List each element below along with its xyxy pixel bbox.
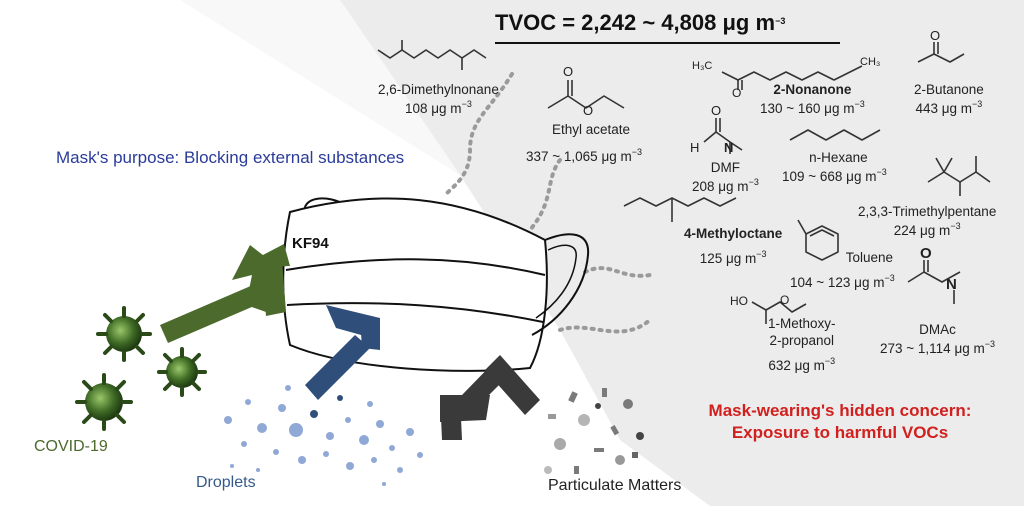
- mask-purpose-text: Mask's purpose: Blocking external substa…: [56, 148, 405, 167]
- nonanone-structure: [721, 65, 863, 81]
- tvoc-title-exponent: −3: [775, 16, 786, 26]
- compound-label-ethyl-acetate: Ethyl acetate 337 ~ 1,065 μg m−3: [526, 122, 642, 164]
- methyloctane-structure: [623, 197, 737, 207]
- tvoc-title: TVOC = 2,242 ~ 4,808 μg m−3: [495, 10, 785, 36]
- concern-line-1: Mask-wearing's hidden concern:: [708, 401, 972, 420]
- virus-icon: [157, 347, 207, 397]
- gray-background-region: [340, 0, 1024, 506]
- atom-o: O: [930, 28, 941, 43]
- dmf-structure: [703, 131, 743, 151]
- covid-label: COVID-19: [34, 438, 108, 455]
- compound-label-dmf: DMF 208 μg m−3: [692, 160, 759, 194]
- mask-label: KF94: [292, 235, 329, 252]
- light-gradient-band: [0, 0, 460, 175]
- atom-o: O: [920, 245, 932, 262]
- atom-h3c: H₃C: [692, 60, 713, 72]
- ethyl-acetate-structure: [547, 95, 625, 109]
- atom-ch3: CH₃: [860, 56, 881, 68]
- compound-label-methoxypropanol: 1-Methoxy- 2-propanol 632 μg m−3: [768, 316, 836, 373]
- dmac-structure: [907, 271, 961, 283]
- blue-arrow: [305, 305, 380, 400]
- compound-label-dmac: DMAc 273 ~ 1,114 μg m−3: [880, 322, 995, 356]
- voc-emission-trails: [443, 72, 652, 334]
- compound-label-trimethylpentane: 2,3,3-Trimethylpentane 224 μg m−3: [858, 204, 997, 238]
- compound-label-hexane: n-Hexane 109 ~ 668 μg m−3: [782, 150, 887, 184]
- hidden-concern-text: Mask-wearing's hidden concern: Exposure …: [660, 400, 1020, 444]
- atom-o: O: [583, 103, 594, 118]
- atom-h: H: [690, 140, 700, 155]
- atom-o: O: [711, 103, 722, 118]
- green-arrow: [160, 244, 290, 343]
- droplet-particles: [224, 385, 423, 486]
- particulate-label: Particulate Matters: [548, 477, 682, 494]
- atom-n: N: [724, 140, 734, 155]
- methoxypropanol-structure: [751, 301, 807, 313]
- concern-line-2: Exposure to harmful VOCs: [731, 423, 949, 443]
- atom-n: N: [946, 276, 957, 293]
- hexane-structure: [789, 129, 881, 141]
- dark-arrow: [440, 355, 540, 440]
- atom-o: O: [732, 86, 742, 100]
- virus-icon: [75, 373, 133, 431]
- dimethylnonane-structure: [377, 49, 487, 59]
- title-underline: [495, 42, 840, 44]
- chemical-structures: [377, 40, 991, 324]
- compound-label-nonanone: 2-Nonanone 130 ~ 160 μg m−3: [760, 82, 865, 116]
- tvoc-title-text: TVOC = 2,242 ~ 4,808 μg m: [495, 10, 776, 35]
- toluene-structure: [797, 219, 839, 261]
- butanone-structure: [917, 53, 965, 63]
- droplets-label: Droplets: [196, 474, 256, 491]
- atom-o: O: [563, 64, 574, 79]
- compound-label-dimethylnonane: 2,6-Dimethylnonane 108 μg m−3: [378, 82, 499, 116]
- particulate-particles: [544, 388, 644, 474]
- compound-label-toluene: Toluene 104 ~ 123 μg m−3: [790, 250, 895, 290]
- atom-ho: HO: [730, 294, 748, 308]
- compound-label-methyloctane: 4-Methyloctane 125 μg m−3: [684, 226, 783, 266]
- compound-label-butanone: 2-Butanone 443 μg m−3: [914, 82, 984, 116]
- covid-virus-icons: [75, 306, 207, 431]
- virus-icon: [96, 306, 152, 362]
- atom-o: O: [780, 293, 790, 307]
